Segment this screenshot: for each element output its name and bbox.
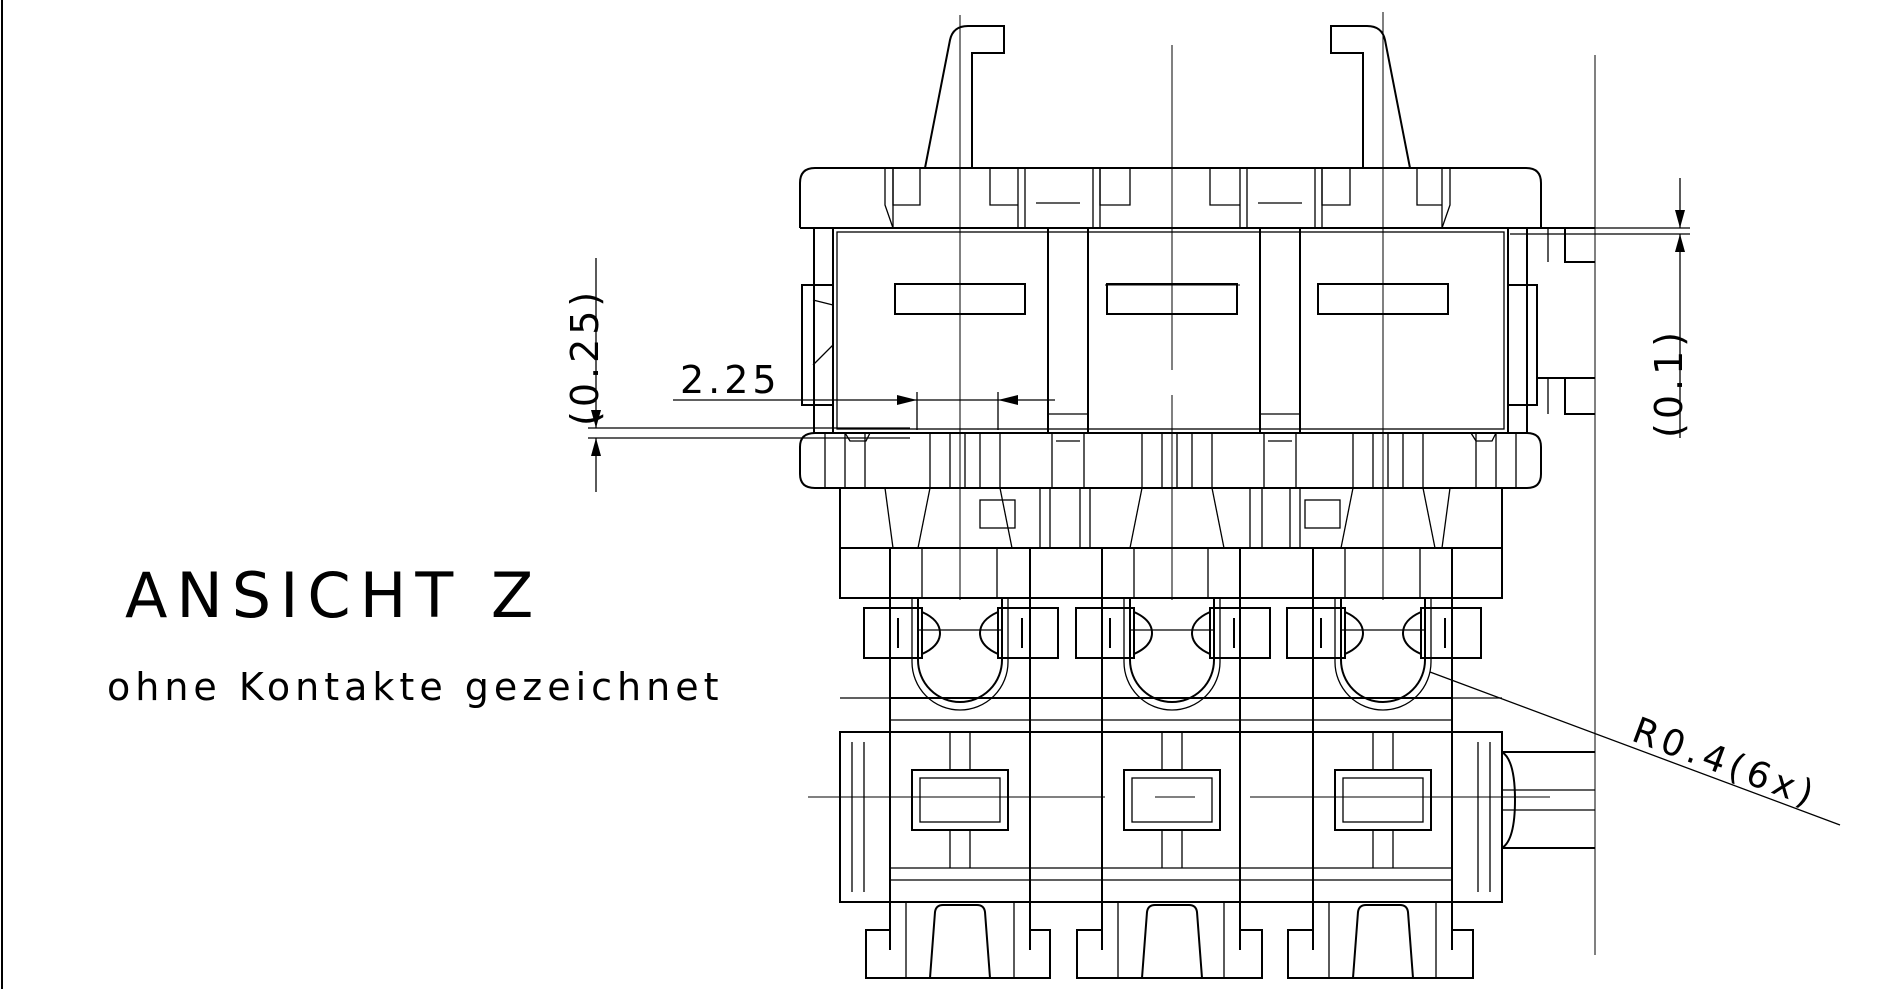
latch-left xyxy=(924,25,1005,169)
dimension-0-25-label: (0.25) xyxy=(563,288,607,426)
bottom-window-3 xyxy=(1334,769,1432,831)
bottom-body xyxy=(839,731,1503,903)
bottom-feet xyxy=(865,902,1474,979)
dimension-2-25: 2.25 xyxy=(673,358,1055,430)
dimension-radius-label: R0.4(6x) xyxy=(1627,710,1824,817)
top-flange xyxy=(799,167,1542,228)
dimension-0-25: (0.25) xyxy=(563,258,910,492)
contact-cavity-1 xyxy=(917,598,1003,703)
latch-right xyxy=(1330,25,1411,169)
lower-flange xyxy=(799,432,1542,489)
lower-body xyxy=(839,547,1503,599)
contact-cavity-2 xyxy=(1129,598,1215,703)
bottom-window-2 xyxy=(1123,769,1221,831)
bottom-window-1 xyxy=(911,769,1009,831)
contact-cavity-3 xyxy=(1340,598,1426,703)
dimension-radius: R0.4(6x) xyxy=(1429,671,1841,826)
cavity-clips xyxy=(863,607,1482,659)
dimension-2-25-label: 2.25 xyxy=(680,358,781,402)
dimension-0-1: (0.1) xyxy=(1510,178,1691,438)
connector-housing xyxy=(799,25,1595,979)
center-lines xyxy=(808,12,1596,955)
view-title: ANSICHT Z xyxy=(125,559,542,632)
dimension-0-1-label: (0.1) xyxy=(1647,328,1691,438)
main-body xyxy=(832,227,1509,434)
view-subtitle: ohne Kontakte gezeichnet xyxy=(107,665,724,709)
